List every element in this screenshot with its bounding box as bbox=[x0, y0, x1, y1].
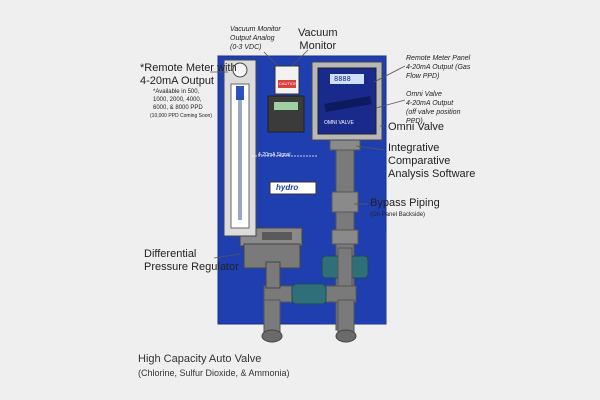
pipe-coupling-lower bbox=[331, 229, 359, 245]
leader-differential bbox=[213, 253, 241, 259]
callout-omni-output: Omni Valve 4-20mA Output (off valve posi… bbox=[406, 91, 461, 125]
callout-remote-meter: *Remote Meter with 4-20mA Output bbox=[140, 62, 237, 87]
callout-differential: Differential Pressure Regulator bbox=[144, 248, 239, 273]
leader-vacuum-output bbox=[263, 51, 279, 67]
right-pipe-end bbox=[335, 329, 357, 343]
callout-vacuum-monitor: Vacuum Monitor bbox=[298, 27, 338, 52]
callout-omni-valve: Omni Valve bbox=[388, 121, 445, 133]
leader-remote-panel bbox=[373, 65, 406, 83]
bottom-valve bbox=[291, 283, 327, 305]
vacuum-monitor-body bbox=[267, 95, 305, 133]
bypass-valve-cap bbox=[337, 247, 353, 287]
pipe-coupling-mid bbox=[331, 191, 359, 213]
meter-float bbox=[236, 86, 244, 100]
callout-availability: *Available in 500, 1000, 2000, 4000, 600… bbox=[153, 89, 203, 111]
vacuum-monitor-caution-plate bbox=[278, 80, 296, 88]
leader-omni-output bbox=[375, 99, 406, 109]
controller-display: 8888 bbox=[334, 75, 351, 83]
vacuum-monitor-screen bbox=[274, 102, 298, 110]
hydro-logo: hydro bbox=[276, 183, 299, 192]
leader-integrative bbox=[355, 145, 385, 151]
regulator-stem bbox=[265, 261, 281, 289]
meter-scale bbox=[238, 100, 242, 220]
controller-graphic bbox=[324, 96, 372, 112]
controller-screen bbox=[330, 74, 364, 84]
leader-vacuum-monitor bbox=[291, 49, 309, 67]
caption-sub: (Chlorine, Sulfur Dioxide, & Ammonia) bbox=[138, 368, 290, 378]
caption-title: High Capacity Auto Valve bbox=[138, 353, 262, 365]
meter-top-knob bbox=[232, 62, 248, 78]
callout-bypass: Bypass Piping bbox=[370, 197, 440, 209]
callout-vacuum-output: Vacuum Monitor Output Analog (0-3 VDC) bbox=[230, 26, 281, 51]
callout-integrative: Integrative Comparative Analysis Softwar… bbox=[388, 142, 476, 180]
callout-bypass-note: (On Panel Backside) bbox=[370, 212, 426, 218]
signal-label: 4-20mA Signal bbox=[258, 152, 291, 158]
callout-availability-note: (10,000 PPD Coming Soon) bbox=[150, 113, 212, 119]
regulator-top-bolts bbox=[262, 232, 292, 240]
vacuum-caution-label: CAUTION bbox=[279, 81, 297, 86]
controller-name: OMNI VALVE bbox=[324, 120, 354, 126]
logo-badge bbox=[269, 181, 317, 195]
left-pipe-end bbox=[261, 329, 283, 343]
callout-remote-panel: Remote Meter Panel 4-20mA Output (Gas Fl… bbox=[406, 55, 471, 80]
